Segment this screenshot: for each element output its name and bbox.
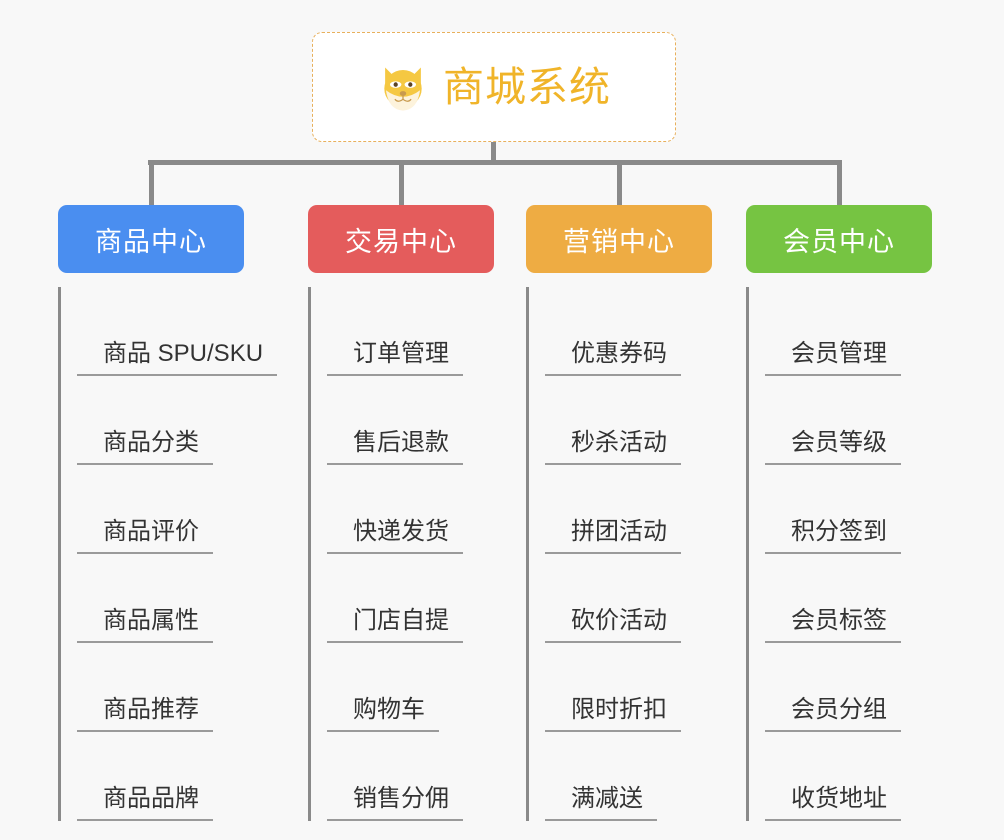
leaf-item[interactable]: 会员标签 xyxy=(765,554,932,643)
connector-drop xyxy=(149,160,154,206)
leaf-item[interactable]: 订单管理 xyxy=(327,287,494,376)
leaf-item[interactable]: 收货地址 xyxy=(765,732,932,821)
leaf-list: 会员管理会员等级积分签到会员标签会员分组收货地址 xyxy=(746,287,932,821)
branch-header[interactable]: 营销中心 xyxy=(526,205,712,273)
leaf-item[interactable]: 满减送 xyxy=(545,732,712,821)
leaf-item[interactable]: 会员等级 xyxy=(765,376,932,465)
leaf-item-label: 优惠券码 xyxy=(545,340,681,376)
leaf-item[interactable]: 门店自提 xyxy=(327,554,494,643)
branch-header-label: 会员中心 xyxy=(783,226,895,257)
leaf-item[interactable]: 商品评价 xyxy=(77,465,244,554)
root-title: 商城系统 xyxy=(443,63,611,110)
leaf-item-label: 满减送 xyxy=(545,785,657,821)
leaf-item-label: 会员标签 xyxy=(765,607,901,643)
connector-drop xyxy=(617,160,622,206)
leaf-item-label: 限时折扣 xyxy=(545,696,681,732)
leaf-item-label: 会员等级 xyxy=(765,429,901,465)
leaf-item-label: 拼团活动 xyxy=(545,518,681,554)
branch-header[interactable]: 交易中心 xyxy=(308,205,494,273)
leaf-item-label: 快递发货 xyxy=(327,518,463,554)
branch-column: 交易中心订单管理售后退款快递发货门店自提购物车销售分佣 xyxy=(308,205,494,821)
leaf-list: 商品 SPU/SKU 商品分类商品评价商品属性商品推荐商品品牌 xyxy=(58,287,278,821)
branch-column: 会员中心会员管理会员等级积分签到会员标签会员分组收货地址 xyxy=(746,205,932,821)
leaf-item-label: 砍价活动 xyxy=(545,607,681,643)
leaf-item[interactable]: 销售分佣 xyxy=(327,732,494,821)
leaf-item[interactable]: 会员分组 xyxy=(765,643,932,732)
leaf-item[interactable]: 商品 SPU/SKU xyxy=(77,287,278,376)
leaf-item-label: 商品属性 xyxy=(77,607,213,643)
leaf-item[interactable]: 积分签到 xyxy=(765,465,932,554)
leaf-item-label: 商品推荐 xyxy=(77,696,213,732)
leaf-item-label: 订单管理 xyxy=(327,340,463,376)
connector-stem xyxy=(491,142,496,164)
leaf-list: 订单管理售后退款快递发货门店自提购物车销售分佣 xyxy=(308,287,494,821)
leaf-item-label: 商品 SPU/SKU xyxy=(77,340,278,376)
leaf-item-label: 会员分组 xyxy=(765,696,901,732)
leaf-item-label: 商品品牌 xyxy=(77,785,213,821)
leaf-item[interactable]: 商品分类 xyxy=(77,376,244,465)
leaf-item-label: 秒杀活动 xyxy=(545,429,681,465)
branch-column: 营销中心优惠券码秒杀活动拼团活动砍价活动限时折扣满减送 xyxy=(526,205,712,821)
branch-header[interactable]: 商品中心 xyxy=(58,205,244,273)
leaf-item-label: 售后退款 xyxy=(327,429,463,465)
branch-header-label: 交易中心 xyxy=(345,226,457,257)
leaf-item-label: 门店自提 xyxy=(327,607,463,643)
leaf-item-label: 销售分佣 xyxy=(327,785,463,821)
branch-column: 商品中心商品 SPU/SKU 商品分类商品评价商品属性商品推荐商品品牌 xyxy=(58,205,278,821)
leaf-item-label: 收货地址 xyxy=(765,785,901,821)
leaf-item[interactable]: 售后退款 xyxy=(327,376,494,465)
leaf-item[interactable]: 商品属性 xyxy=(77,554,244,643)
leaf-item-label: 积分签到 xyxy=(765,518,901,554)
leaf-list: 优惠券码秒杀活动拼团活动砍价活动限时折扣满减送 xyxy=(526,287,712,821)
connector-drop xyxy=(399,160,404,206)
shiba-dog-icon xyxy=(384,67,422,111)
leaf-item[interactable]: 秒杀活动 xyxy=(545,376,712,465)
leaf-item[interactable]: 商品推荐 xyxy=(77,643,244,732)
connector-bus xyxy=(148,160,840,165)
leaf-item[interactable]: 砍价活动 xyxy=(545,554,712,643)
connector-drop xyxy=(837,160,842,206)
branch-header-label: 营销中心 xyxy=(563,226,675,257)
branch-header[interactable]: 会员中心 xyxy=(746,205,932,273)
leaf-item[interactable]: 购物车 xyxy=(327,643,494,732)
leaf-item-label: 会员管理 xyxy=(765,340,901,376)
leaf-item-label: 商品评价 xyxy=(77,518,213,554)
leaf-item[interactable]: 限时折扣 xyxy=(545,643,712,732)
leaf-item[interactable]: 优惠券码 xyxy=(545,287,712,376)
leaf-item[interactable]: 会员管理 xyxy=(765,287,932,376)
leaf-item[interactable]: 拼团活动 xyxy=(545,465,712,554)
leaf-item[interactable]: 商品品牌 xyxy=(77,732,244,821)
root-node[interactable]: 商城系统 xyxy=(312,32,676,142)
leaf-item-label: 商品分类 xyxy=(77,429,213,465)
branch-header-label: 商品中心 xyxy=(95,226,207,257)
leaf-item[interactable]: 快递发货 xyxy=(327,465,494,554)
leaf-item-label: 购物车 xyxy=(327,696,439,732)
